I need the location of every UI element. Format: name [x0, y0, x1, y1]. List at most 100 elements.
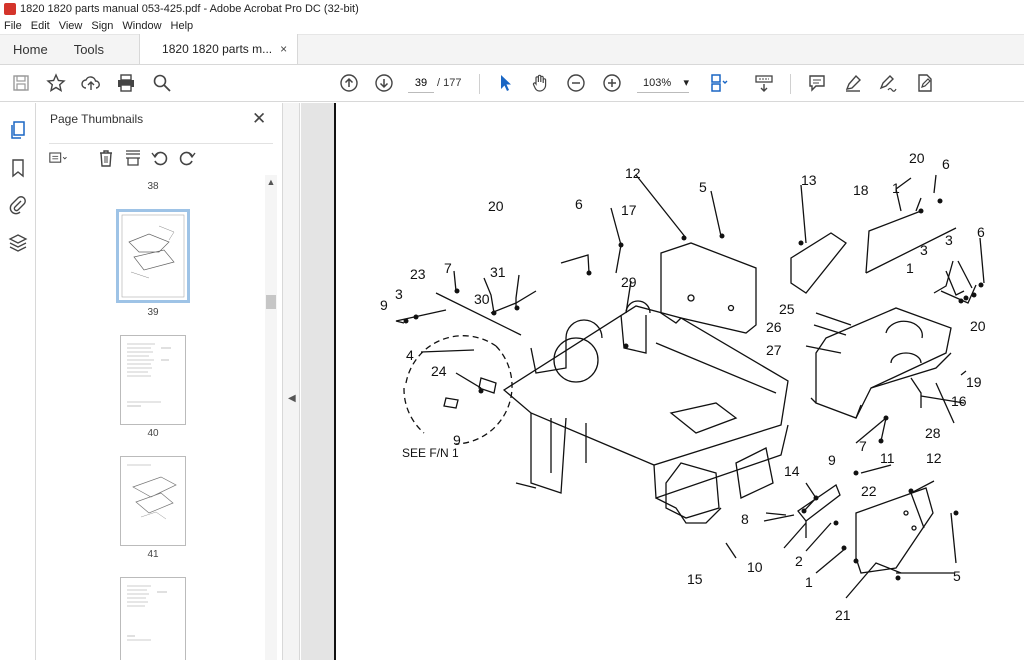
callout-label: 20 [488, 198, 504, 214]
rotate-counterclockwise-icon[interactable] [150, 148, 170, 168]
scroll-up-icon[interactable]: ▲ [266, 177, 276, 187]
save-icon[interactable] [9, 71, 33, 95]
insert-page-icon[interactable] [123, 148, 143, 168]
thumbnail-page-40[interactable] [120, 335, 186, 425]
drawing-geometry [395, 174, 985, 599]
callout-label: 9 [828, 452, 836, 468]
thumbnail-preview [127, 464, 177, 520]
tab-close-button[interactable]: × [280, 42, 288, 56]
callout-label: 6 [575, 196, 583, 212]
thumbnail-scrollbar[interactable] [265, 175, 277, 660]
callout-label: 10 [747, 559, 763, 575]
chevron-down-icon: ▾ [683, 77, 689, 89]
sign-pen-icon[interactable] [876, 71, 900, 95]
thumbnail-preview [127, 343, 171, 407]
fill-sign-icon[interactable] [912, 71, 936, 95]
toolbar-divider [790, 74, 791, 94]
callout-label: 1 [906, 260, 914, 276]
menu-bar: File Edit View Sign Window Help [0, 18, 1024, 35]
callout-label: 9 [453, 432, 461, 448]
rotate-clockwise-icon[interactable] [177, 148, 197, 168]
previous-page-icon[interactable] [337, 71, 361, 95]
callout-label: 20 [909, 150, 925, 166]
drawing-fasteners [403, 198, 984, 581]
callout-label: 27 [766, 342, 782, 358]
left-navigation-rail [0, 103, 36, 660]
print-icon[interactable] [114, 71, 138, 95]
parts-drawing: 20 6 12 5 13 18 1 17 20 6 3 3 6 1 31 23 … [380, 150, 986, 623]
pdf-page: 20 6 12 5 13 18 1 17 20 6 3 3 6 1 31 23 … [334, 103, 1024, 660]
tab-bar: Home Tools 1820 1820 parts m... × [0, 34, 1024, 65]
callout-label: 4 [406, 347, 414, 363]
comment-icon[interactable] [805, 71, 829, 95]
menu-help[interactable]: Help [170, 20, 194, 32]
callout-label: 24 [431, 363, 447, 379]
callout-label: 19 [966, 374, 982, 390]
thumbnail-label: 38 [147, 181, 159, 192]
bookmark-star-icon[interactable] [44, 71, 68, 95]
callout-label: 22 [861, 483, 877, 499]
tab-document[interactable]: 1820 1820 parts m... × [139, 34, 299, 64]
menu-window[interactable]: Window [122, 20, 162, 32]
callout-label: 3 [920, 242, 928, 258]
callout-label: SEE F/N 1 [402, 446, 459, 460]
highlight-pen-icon[interactable] [841, 71, 865, 95]
close-icon[interactable]: ✕ [252, 109, 267, 128]
thumbnail-page-42[interactable] [120, 577, 186, 660]
menu-file[interactable]: File [4, 20, 22, 32]
panel-collapse-bar[interactable]: ◀ [283, 103, 300, 660]
callout-label: 1 [805, 574, 813, 590]
cloud-upload-icon[interactable] [79, 71, 103, 95]
window-title: 1820 1820 parts manual 053-425.pdf - Ado… [20, 3, 359, 15]
select-cursor-icon[interactable] [493, 71, 517, 95]
bookmarks-icon[interactable] [8, 158, 28, 178]
thumbnail-preview [127, 585, 167, 641]
zoom-out-icon[interactable] [564, 71, 588, 95]
callout-label: 29 [621, 274, 637, 290]
layers-icon[interactable] [8, 233, 28, 253]
callout-label: 13 [801, 172, 817, 188]
callout-label: 23 [410, 266, 426, 282]
callout-label: 17 [621, 202, 637, 218]
callout-label: 14 [784, 463, 800, 479]
scrollbar-thumb[interactable] [266, 295, 276, 309]
callout-label: 6 [977, 224, 985, 240]
acrobat-icon [4, 3, 16, 15]
thumbnail-page-41[interactable] [120, 456, 186, 546]
thumbnail-page-39[interactable] [116, 209, 190, 303]
menu-edit[interactable]: Edit [30, 20, 50, 32]
scroll-mode-icon[interactable] [752, 71, 776, 95]
tab-tools[interactable]: Tools [73, 41, 105, 57]
callout-label: 3 [945, 232, 953, 248]
delete-page-icon[interactable] [96, 148, 116, 168]
main-toolbar: / 177 103% ▾ [0, 65, 1024, 102]
callout-label: 18 [853, 182, 869, 198]
callout-label: 3 [395, 286, 403, 302]
thumbnail-list[interactable]: 38 39 40 41 ▲ [37, 175, 281, 660]
page-layout-icon[interactable] [707, 71, 731, 95]
callout-label: 28 [925, 425, 941, 441]
page-thumbnails-icon[interactable] [8, 120, 28, 140]
menu-sign[interactable]: Sign [91, 20, 114, 32]
menu-view[interactable]: View [58, 20, 83, 32]
callout-label: 12 [625, 165, 641, 181]
zoom-in-icon[interactable] [600, 71, 624, 95]
search-icon[interactable] [150, 71, 174, 95]
collapse-left-icon[interactable]: ◀ [288, 393, 296, 404]
callout-label: 25 [779, 301, 795, 317]
callout-label: 21 [835, 607, 851, 623]
thumbnail-label: 41 [147, 549, 159, 560]
callout-label: 20 [970, 318, 986, 334]
tab-home[interactable]: Home [13, 41, 48, 57]
next-page-icon[interactable] [372, 71, 396, 95]
attachments-icon[interactable] [8, 195, 28, 215]
page-number-input[interactable] [408, 73, 434, 93]
hand-tool-icon[interactable] [528, 71, 552, 95]
thumbnail-label: 40 [147, 428, 159, 439]
callout-label: 12 [926, 450, 942, 466]
thumbnail-options-icon[interactable] [49, 148, 69, 168]
zoom-level-select[interactable]: 103% ▾ [637, 73, 689, 93]
callout-label: 30 [474, 291, 490, 307]
document-view[interactable]: 20 6 12 5 13 18 1 17 20 6 3 3 6 1 31 23 … [301, 103, 1024, 660]
page-thumbnails-panel: Page Thumbnails ✕ 38 39 40 41 ▲ [37, 103, 283, 660]
